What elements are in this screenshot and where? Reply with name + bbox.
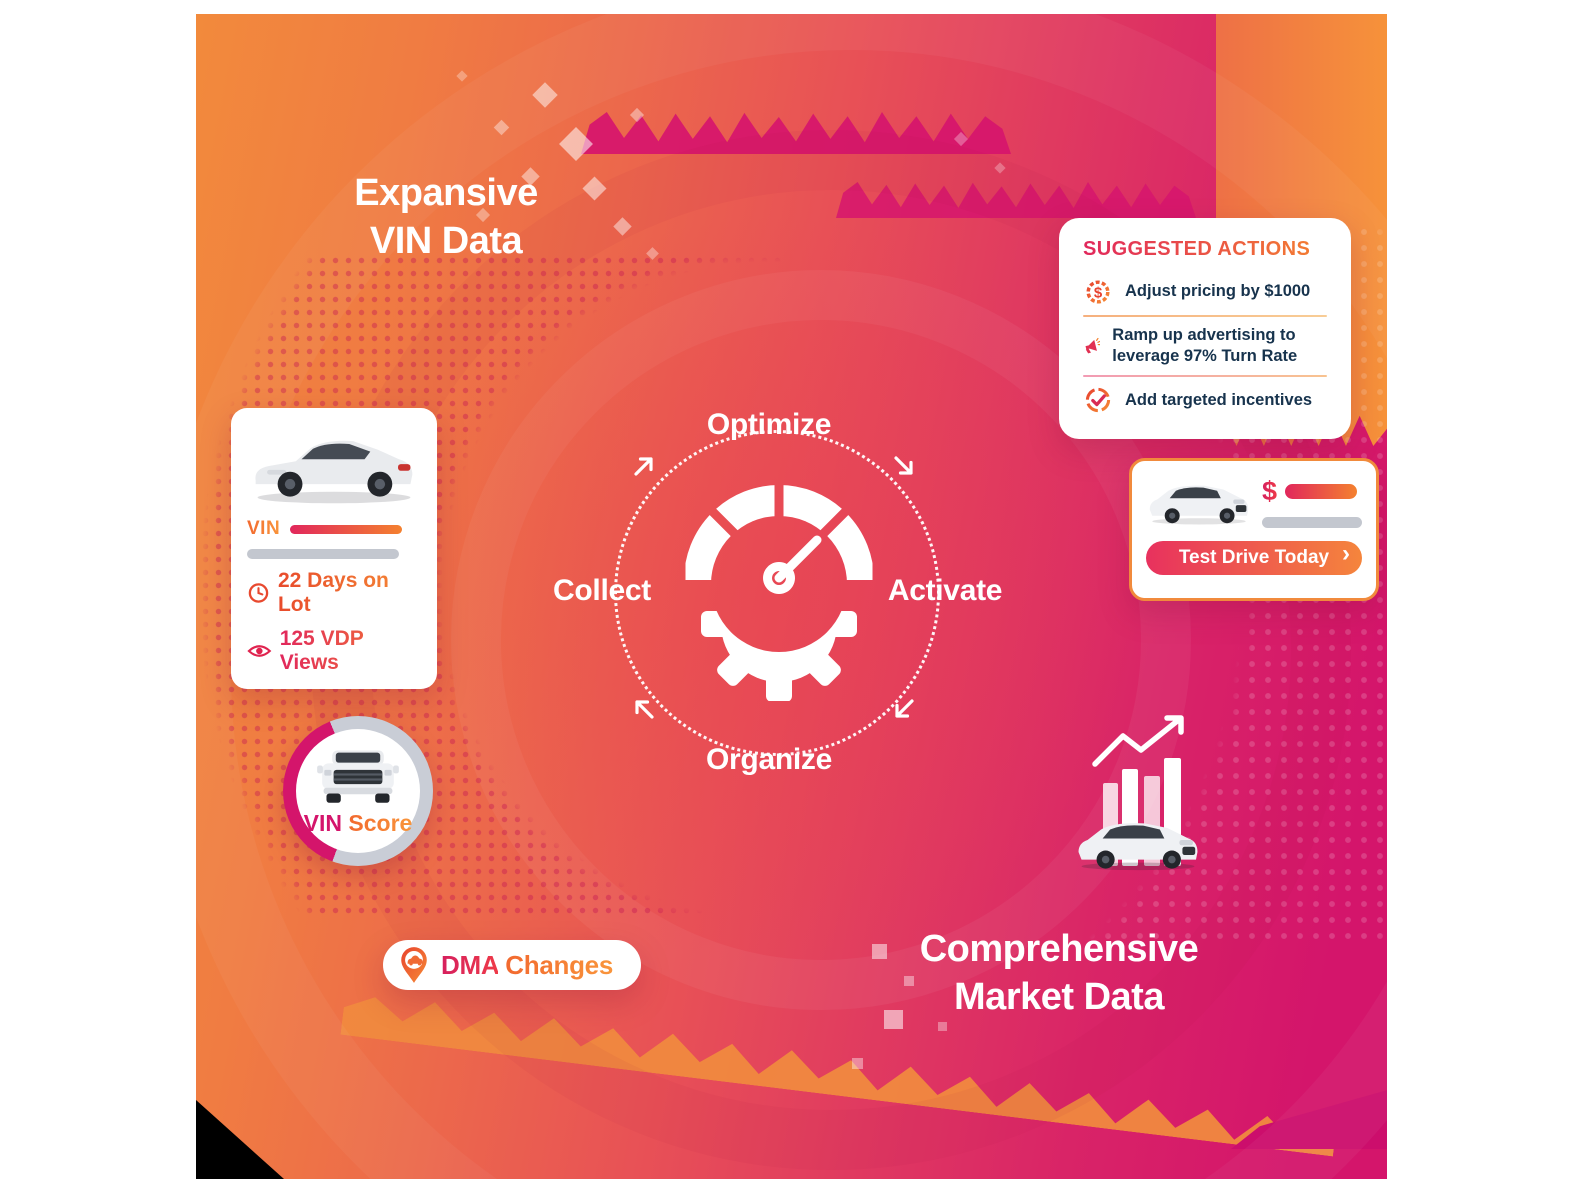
days-on-lot-stat: 22 Days on Lot <box>247 569 421 617</box>
car-truck-image <box>317 749 399 803</box>
cycle-arrow-icon <box>895 699 914 718</box>
suggested-action-text: Adjust pricing by $1000 <box>1125 282 1311 301</box>
price-value-bar <box>1285 484 1358 499</box>
bar-chart-arrow-icon <box>1092 715 1184 767</box>
megaphone-icon <box>1085 338 1101 354</box>
car-pin-icon <box>401 947 427 983</box>
dma-changes-pill[interactable]: DMA Changes <box>383 940 641 990</box>
cycle-label-activate: Activate <box>887 574 1003 607</box>
headline-line1: Comprehensive <box>919 928 1199 970</box>
suggested-action-row: Add targeted incentives <box>1083 377 1327 423</box>
cycle-arrow-icon <box>894 456 913 475</box>
vdp-views-text: 125 VDP Views <box>280 627 421 675</box>
suggested-action-row: Ramp up advertising to leverage 97% Turn… <box>1083 317 1327 375</box>
vdp-views-stat: 125 VDP Views <box>247 627 421 675</box>
suggested-actions-title: SUGGESTED ACTIONS <box>1083 238 1327 261</box>
cycle-arrow-icon <box>635 700 654 719</box>
car-sedan-image <box>255 440 413 504</box>
chevron-right-icon: › <box>1342 540 1350 567</box>
divider <box>1083 375 1327 378</box>
infographic-canvas: Expansive VIN Data Comprehensive Market … <box>196 14 1387 1179</box>
test-drive-button[interactable]: Test Drive Today › <box>1146 541 1362 575</box>
days-on-lot-text: 22 Days on Lot <box>278 569 421 617</box>
price-dollar-sign: $ <box>1262 476 1278 506</box>
placeholder-bar <box>1262 517 1362 528</box>
cycle-arrow-icon <box>634 457 653 476</box>
headline-comprehensive-market-data: Comprehensive Market Data <box>859 926 1259 1022</box>
vin-score-inner: VIN Score <box>296 729 420 853</box>
cycle-dotted-circle <box>614 430 940 756</box>
decor-black-corner <box>196 1100 284 1179</box>
car-suv-image <box>1078 823 1198 871</box>
vin-value-bar <box>290 524 403 534</box>
gauge-gear-icon <box>684 485 874 701</box>
test-drive-button-label: Test Drive Today <box>1178 547 1330 568</box>
suggested-action-text: Add targeted incentives <box>1125 390 1313 409</box>
headline-expansive-vin-data: Expansive VIN Data <box>291 170 601 266</box>
vin-score-dial: VIN Score <box>283 716 433 866</box>
vin-card: VIN 22 Days on Lot 125 VDP Views <box>231 408 437 689</box>
cycle-label-organize: Organize <box>706 743 832 776</box>
divider <box>1083 315 1327 317</box>
headline-line1: Expansive <box>354 172 538 214</box>
suggested-actions-card: SUGGESTED ACTIONS $ Adjust pricing by $1… <box>1059 218 1351 440</box>
eye-icon <box>247 645 272 657</box>
cycle-label-collect: Collect <box>553 574 651 607</box>
svg-text:$: $ <box>1094 284 1103 301</box>
headline-line2: VIN Data <box>369 219 523 262</box>
headline-line2: Market Data <box>954 975 1164 1018</box>
cycle-label-optimize: Optimize <box>706 408 832 441</box>
vin-score-label: VIN Score <box>303 809 413 836</box>
car-suv-image <box>1149 485 1249 525</box>
clock-icon <box>248 583 269 603</box>
dollar-gear-icon: $ <box>1086 280 1110 304</box>
placeholder-bar <box>247 549 399 559</box>
check-badge-icon <box>1085 388 1111 413</box>
suggested-action-text: Ramp up advertising to leverage 97% Turn… <box>1112 326 1298 366</box>
test-drive-card: $ Test Drive Today › <box>1129 458 1379 601</box>
dma-changes-label: DMA Changes <box>441 949 613 980</box>
vin-label: VIN <box>247 518 281 539</box>
suggested-action-row: $ Adjust pricing by $1000 <box>1083 269 1327 315</box>
